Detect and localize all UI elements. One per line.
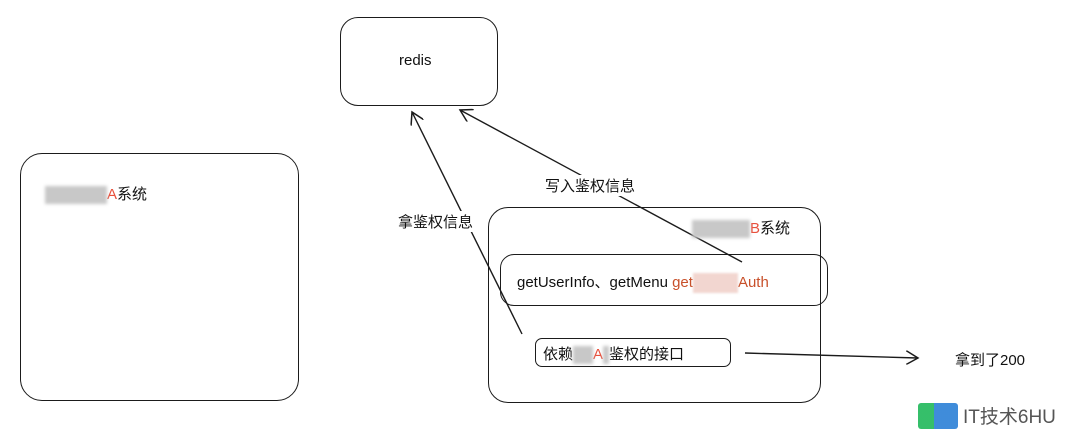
redacted-block	[603, 346, 610, 365]
auth-interface-prefix: get	[672, 274, 693, 291]
write-auth-label: 写入鉴权信息	[545, 175, 636, 196]
watermark-text: IT技术6HU	[963, 407, 1056, 428]
logo-icon	[918, 402, 958, 429]
system-a-letter: A	[107, 186, 118, 203]
interfaces-text: getUserInfo、getMenu	[517, 274, 668, 291]
interfaces-label: getUserInfo、getMenu get Auth	[517, 271, 769, 294]
system-b-suffix: 系统	[760, 220, 791, 237]
system-b-node	[488, 207, 821, 403]
system-b-letter: B	[750, 220, 761, 237]
redis-node: redis	[340, 17, 498, 106]
system-b-label: B系统	[692, 217, 791, 239]
read-auth-label: 拿鉴权信息	[398, 211, 474, 232]
depend-prefix: 依赖	[543, 346, 574, 363]
result-label: 拿到了200	[955, 352, 1026, 369]
system-a-suffix: 系统	[117, 186, 148, 203]
redacted-block	[573, 346, 594, 365]
auth-interface-suffix: Auth	[737, 274, 769, 291]
redacted-block	[45, 186, 107, 205]
depend-suffix: 鉴权的接口	[609, 346, 685, 363]
depend-label: 依赖 A 鉴权的接口	[543, 343, 685, 365]
watermark: IT技术6HU	[918, 402, 1056, 429]
redis-label: redis	[399, 52, 432, 69]
system-a-node: A系统	[20, 153, 299, 401]
result-arrow	[744, 353, 918, 358]
interfaces-node: getUserInfo、getMenu get Auth	[500, 254, 828, 306]
depend-node: 依赖 A 鉴权的接口	[535, 338, 731, 367]
redacted-block	[692, 220, 750, 239]
depend-letter: A	[593, 346, 604, 363]
system-a-label: A系统	[45, 183, 148, 205]
redacted-block	[692, 273, 738, 294]
